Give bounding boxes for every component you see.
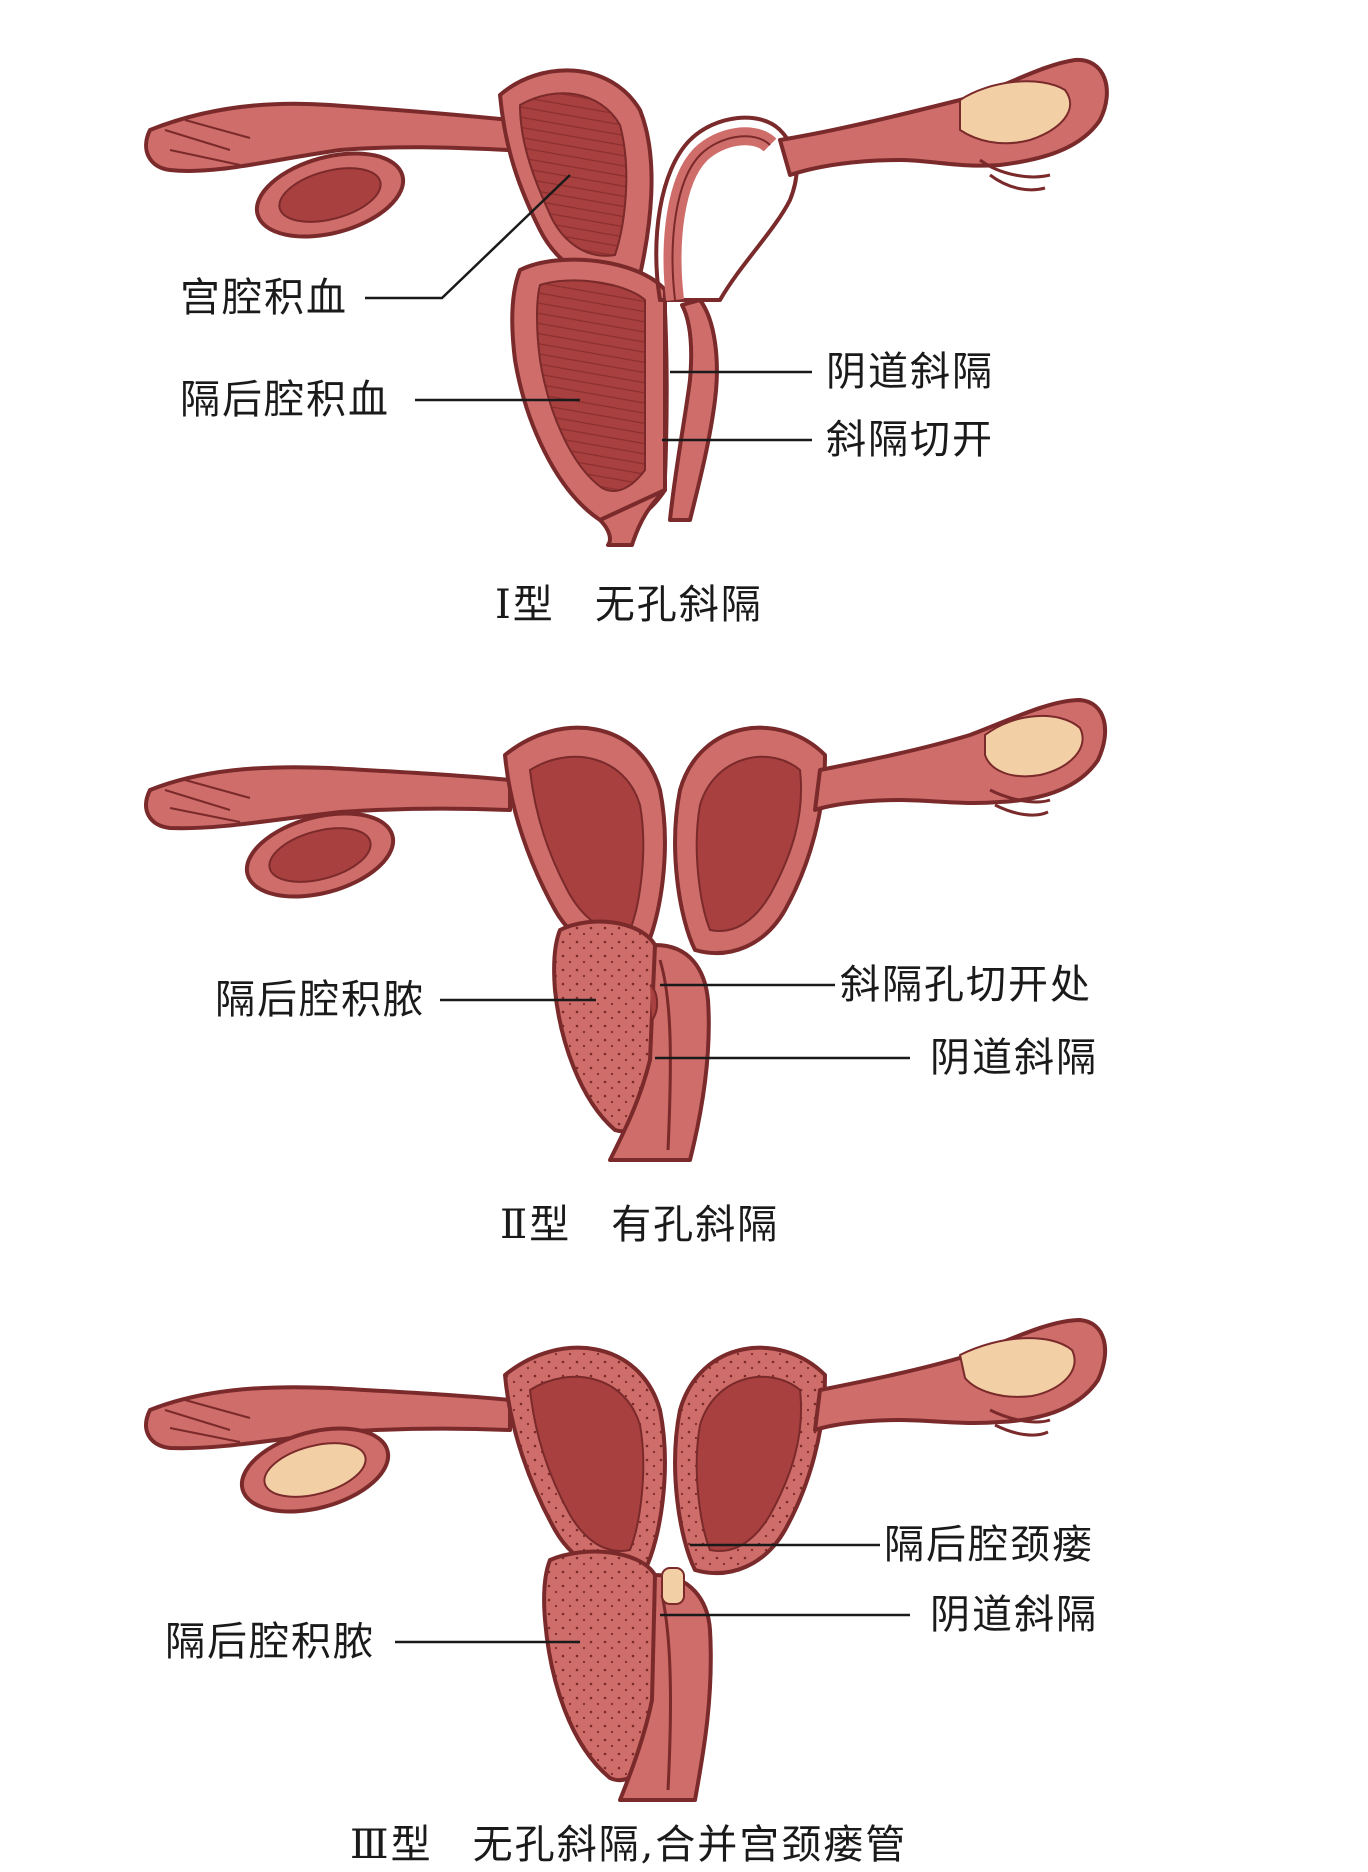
caption-type-1: Ⅰ型无孔斜隔	[495, 585, 763, 625]
hematometra-cavity	[519, 92, 628, 257]
right-cervix-vagina	[668, 298, 719, 522]
label-septum-opening-incision: 斜隔孔切开处	[840, 962, 1092, 1008]
right-ovary	[984, 714, 1084, 778]
label-septum-pyocolpos: 隔后腔积脓	[165, 1619, 375, 1665]
hematocolpos-cavity	[536, 279, 646, 492]
label-septum-incision: 斜隔切开	[826, 417, 994, 463]
caption-type-2-desc: 有孔斜隔	[611, 1202, 780, 1248]
left-fallopian-tube	[144, 101, 512, 173]
left-fallopian-tube	[144, 1385, 512, 1451]
label-vaginal-oblique-septum: 阴道斜隔	[930, 1592, 1098, 1638]
panel-3-leaders	[395, 1543, 910, 1644]
vagina-canal	[618, 1573, 713, 1802]
left-vagina	[598, 488, 667, 547]
right-ovary	[959, 1337, 1076, 1398]
right-uterine-horn	[654, 115, 799, 302]
oblique-septum	[663, 299, 669, 491]
panel-3-illustration	[144, 1318, 1108, 1802]
label-vaginal-oblique-septum: 阴道斜隔	[826, 349, 994, 395]
right-ovary	[959, 80, 1071, 145]
caption-type-1-desc: 无孔斜隔	[594, 582, 763, 628]
panel-2-illustration	[144, 698, 1108, 1162]
label-uterine-hematometra: 宫腔积血	[180, 275, 348, 321]
septum-opening	[649, 984, 658, 1021]
panel-2-leaders	[440, 983, 910, 1060]
caption-type-3-num: Ⅲ型	[350, 1822, 433, 1868]
caption-type-3-desc: 无孔斜隔,合并宫颈瘘管	[472, 1822, 908, 1868]
left-fallopian-tube	[144, 765, 512, 831]
pyocolpos-body	[552, 919, 657, 1134]
vagina-canal	[608, 943, 711, 1162]
label-septum-hematocolpos: 隔后腔积血	[180, 377, 390, 423]
label-septum-pyocolpos: 隔后腔积脓	[215, 977, 425, 1023]
label-septum-cervical-fistula: 隔后腔颈瘘	[884, 1522, 1094, 1568]
cervical-fistula	[661, 1567, 685, 1605]
label-vaginal-oblique-septum: 阴道斜隔	[930, 1035, 1098, 1081]
pyocolpos-body	[542, 1549, 657, 1783]
caption-type-2: Ⅱ型有孔斜隔	[500, 1205, 779, 1245]
panel-1-illustration	[144, 57, 1109, 547]
leader-uterine-hematometra	[365, 174, 571, 300]
caption-type-3: Ⅲ型无孔斜隔,合并宫颈瘘管	[350, 1825, 907, 1865]
panel-1-leaders	[365, 174, 812, 442]
caption-type-1-num: Ⅰ型	[495, 582, 555, 628]
caption-type-2-num: Ⅱ型	[500, 1202, 572, 1248]
